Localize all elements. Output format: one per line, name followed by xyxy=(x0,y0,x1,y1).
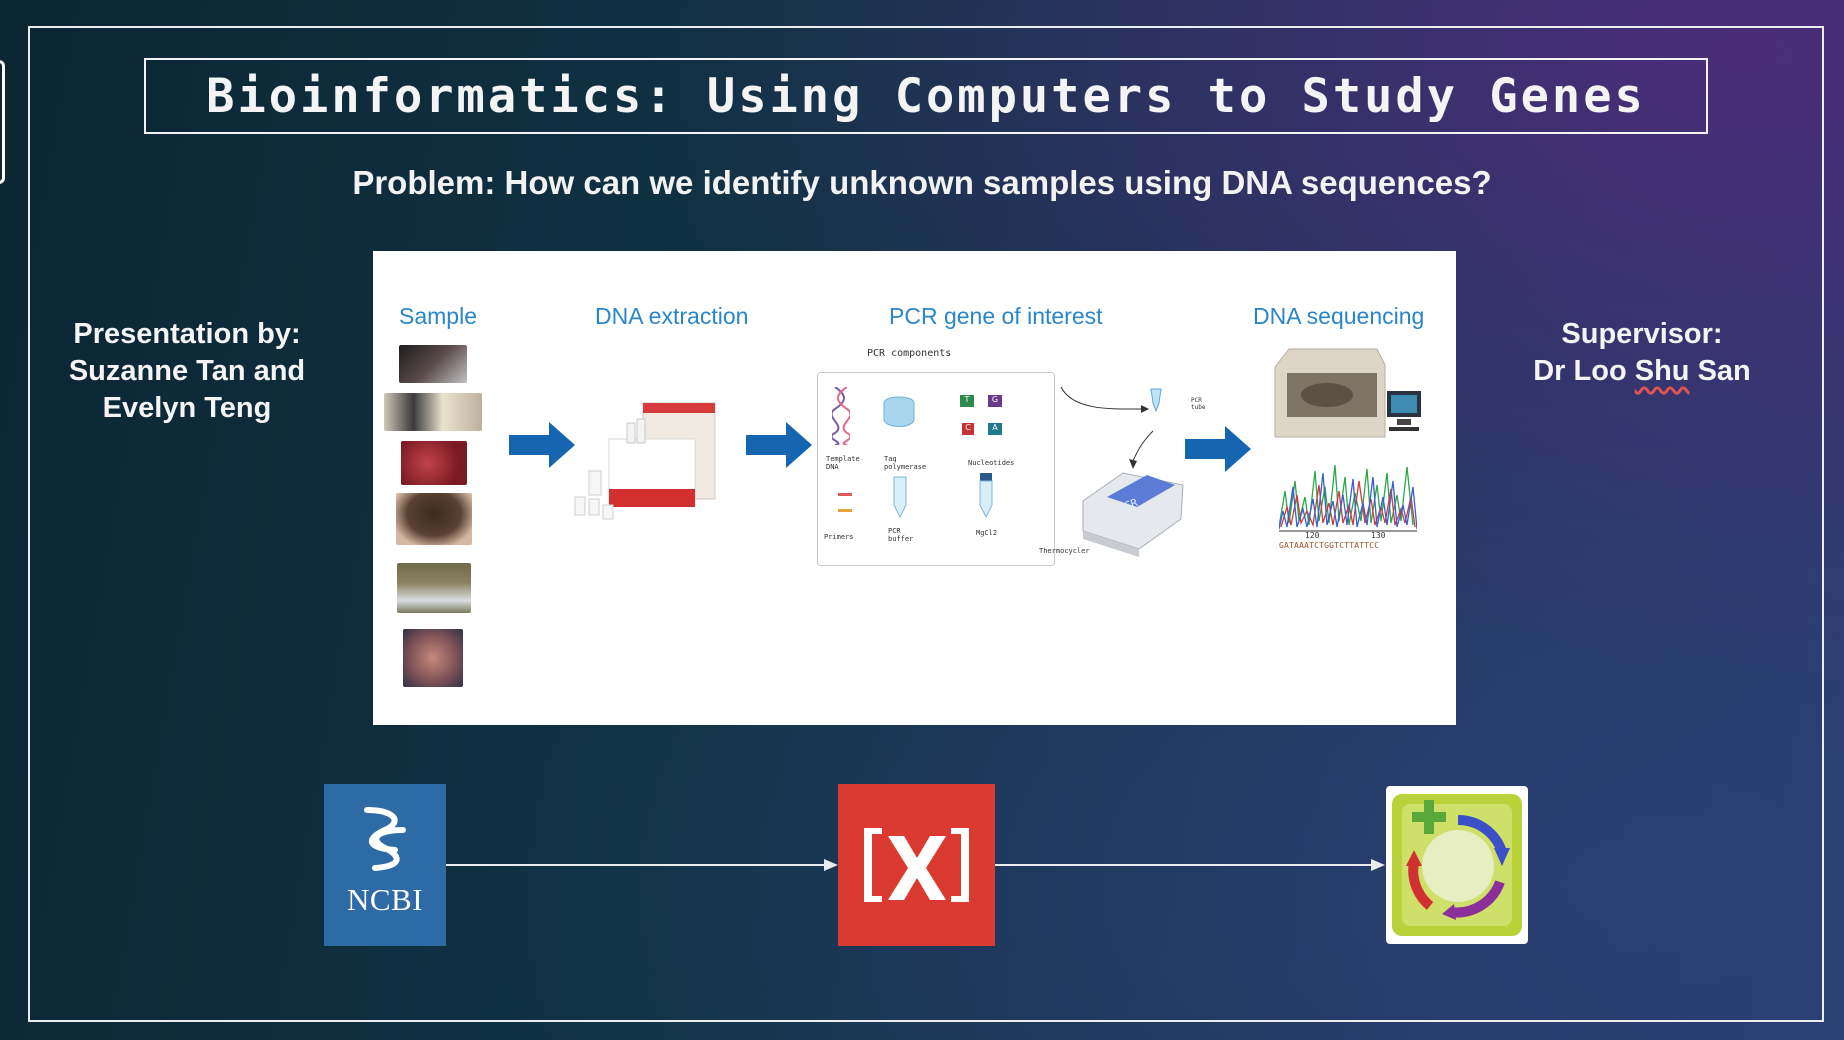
workflow-arrow-3 xyxy=(1185,426,1251,472)
stage-label-extraction: DNA extraction xyxy=(595,303,749,329)
mgcl2-tube-icon xyxy=(979,473,993,519)
stage-label-sequencing: DNA sequencing xyxy=(1253,303,1425,329)
supervisor-name-part: Dr Loo xyxy=(1533,355,1635,387)
nucleotide-g-icon: G xyxy=(988,395,1002,407)
chromatogram-tick: 130 xyxy=(1371,531,1386,540)
slide-frame xyxy=(28,26,1824,1022)
problem-statement: Problem: How can we identify unknown sam… xyxy=(352,164,1492,201)
supervisor-name-part: San xyxy=(1689,355,1751,387)
dna-sequencer-image xyxy=(1274,348,1421,438)
nucleotide-t-icon: T xyxy=(960,395,974,407)
primer-icon xyxy=(838,509,852,512)
presenters-block: Presentation by: Suzanne Tan and Evelyn … xyxy=(54,316,320,427)
presenters-heading: Presentation by: xyxy=(73,318,301,350)
nucleotide-c-icon: C xyxy=(962,423,974,435)
pcr-tube-label: PCR tube xyxy=(1191,397,1206,411)
tool-connector-arrow-2 xyxy=(995,859,1385,871)
workflow-arrow-1 xyxy=(509,422,575,468)
slide-title: Bioinformatics: Using Computers to Study… xyxy=(206,68,1646,124)
galaxy-cycle-icon xyxy=(1392,794,1522,936)
pcr-components-title: PCR components xyxy=(867,348,952,359)
supervisor-block: Supervisor: Dr Loo Shu San xyxy=(1520,316,1764,390)
ncbi-helix-icon xyxy=(364,807,406,871)
galaxy-logo[interactable] xyxy=(1386,786,1528,944)
stage-label-pcr: PCR gene of interest xyxy=(889,303,1103,329)
sample-photo-gut xyxy=(403,629,463,687)
dna-extraction-kit-image xyxy=(574,402,716,520)
stage-label-sample: Sample xyxy=(399,303,477,329)
sample-photo-soil xyxy=(396,493,472,545)
chromatogram-sequence: GATAAATCTGGTCTTATTCC xyxy=(1279,541,1380,550)
thermocycler-label: Thermocycler xyxy=(1039,547,1090,555)
pcr-item-mgcl2: MgCl2 xyxy=(976,529,998,537)
pcr-item-primers: Primers xyxy=(824,533,854,541)
pcr-components-box: Template DNA Taq polymerase T G C A Nucl… xyxy=(817,372,1055,566)
dna-helix-icon xyxy=(832,387,850,445)
pcr-buffer-tube-icon xyxy=(893,476,907,519)
sample-photo-water-pipe xyxy=(397,563,471,613)
pcr-item-nucleotides: Nucleotides xyxy=(968,459,1015,467)
nucleotide-a-icon: A xyxy=(988,423,1002,435)
primer-icon xyxy=(838,493,852,496)
spellcheck-flagged-word[interactable]: Shu xyxy=(1634,355,1690,387)
workflow-figure: Sample DNA extraction PCR gene of intere… xyxy=(373,251,1456,725)
chromatogram-tick: 120 xyxy=(1305,531,1320,540)
ncbi-logo-text: NCBI xyxy=(346,882,424,917)
supervisor-heading: Supervisor: xyxy=(1561,318,1723,350)
presenters-names-1: Suzanne Tan and xyxy=(68,355,306,387)
mega-x-icon xyxy=(864,828,969,902)
side-panel-tab[interactable] xyxy=(0,60,5,184)
workflow-arrow-2 xyxy=(746,422,812,468)
supervisor-name: Dr Loo Shu San xyxy=(1520,353,1764,390)
pcr-process-diagram xyxy=(1060,386,1184,557)
sample-photo-swabs xyxy=(384,393,482,431)
taq-polymerase-icon xyxy=(883,396,915,427)
pcr-item-taq: Taq polymerase xyxy=(884,455,927,471)
sample-photo-meat xyxy=(401,441,467,485)
presenters-names-2: Evelyn Teng xyxy=(102,392,272,424)
title-box: Bioinformatics: Using Computers to Study… xyxy=(144,58,1708,134)
sequencing-chromatogram xyxy=(1279,464,1417,532)
pcr-item-template-dna: Template DNA xyxy=(826,455,860,471)
pcr-item-buffer: PCR buffer xyxy=(888,527,914,543)
mega-logo[interactable] xyxy=(838,784,995,946)
tool-connector-arrow-1 xyxy=(446,859,838,871)
sample-photo-blood xyxy=(399,345,467,383)
ncbi-logo[interactable]: NCBI xyxy=(324,784,446,946)
